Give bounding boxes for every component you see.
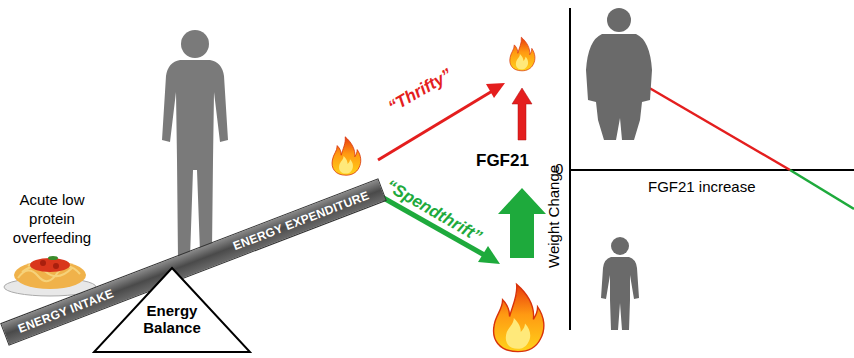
intake-note: Acute low protein overfeeding [4,190,100,247]
hormone-label: FGF21 [476,151,529,171]
thrifty-label: “Thrifty” [385,65,456,117]
spendthrift-label: “Spendthrift” [382,176,485,247]
obese-silhouette [586,8,652,140]
slim-silhouette [601,237,639,330]
beam-label: ENERGY EXPENDITURE [231,188,371,253]
red-up-arrow [512,88,532,140]
chart-axes [570,8,854,330]
axis-title: Weight Change [545,165,562,268]
small-flame [332,137,361,175]
axis-label: FGF21 increase [648,178,756,195]
pasta-plate [4,256,96,296]
person-silhouette [162,30,228,260]
green-up-arrow [498,188,546,258]
small-flame [510,37,535,71]
green-trend-line [790,170,854,209]
fulcrum-label: Energy Balance [122,302,222,336]
axis-zero: 0 [555,160,563,177]
large-flame [494,284,544,351]
fulcrum-triangle: Energy Balance [92,266,252,354]
